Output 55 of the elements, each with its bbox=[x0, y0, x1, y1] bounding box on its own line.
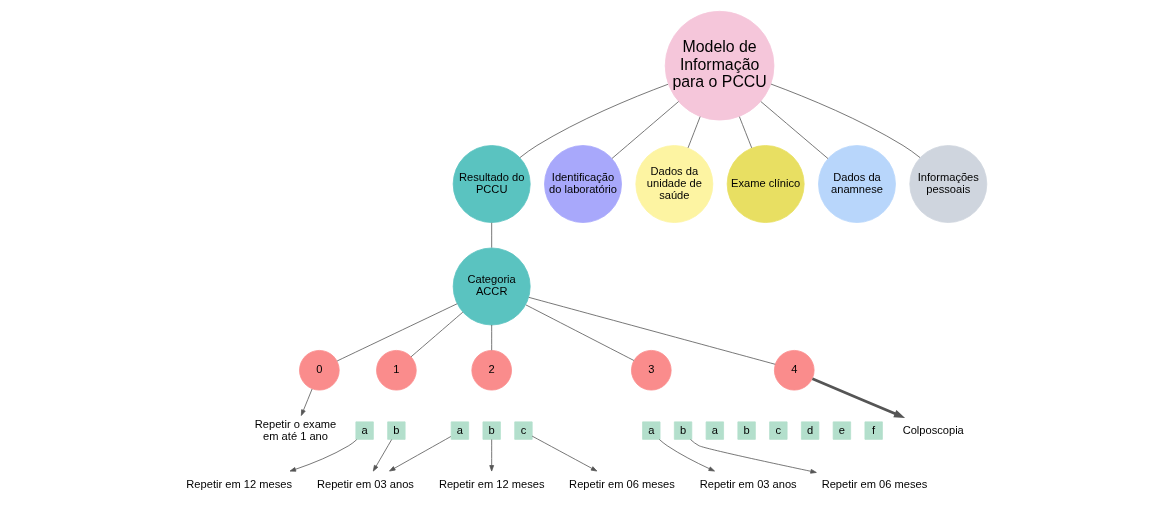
arrow bbox=[300, 388, 312, 416]
node-box: e bbox=[832, 421, 851, 440]
node-circle: 0 bbox=[298, 350, 340, 391]
node-text: Repetir em 06 meses bbox=[568, 478, 675, 491]
node-text: Repetir o exame em até 1 ano bbox=[254, 417, 336, 442]
connector bbox=[490, 324, 492, 351]
arrow bbox=[689, 439, 817, 474]
arrow bbox=[372, 439, 392, 472]
node-text: Colposcopia bbox=[902, 423, 964, 436]
arrow bbox=[488, 439, 494, 472]
connector bbox=[519, 83, 668, 158]
arrow bbox=[388, 436, 451, 472]
node-text: Repetir em 03 anos bbox=[699, 478, 797, 491]
connector bbox=[611, 101, 679, 159]
connector bbox=[336, 303, 458, 362]
connector bbox=[527, 296, 776, 365]
node-box: a bbox=[705, 421, 724, 440]
node-circle: Informações pessoais bbox=[908, 145, 987, 223]
node-text: Repetir em 03 anos bbox=[316, 478, 414, 491]
arrow bbox=[289, 439, 357, 472]
node-circle: 3 bbox=[630, 350, 672, 391]
connector bbox=[410, 311, 463, 358]
arrow bbox=[811, 377, 905, 418]
connector bbox=[759, 101, 828, 159]
arrow bbox=[658, 439, 715, 472]
node-circle: Identificação do laboratório bbox=[543, 145, 622, 223]
node-text: Repetir em 12 meses bbox=[185, 478, 292, 491]
node-box: b bbox=[673, 421, 692, 440]
node-box: f bbox=[864, 421, 883, 440]
node-circle: Modelo de Informação para o PCCU bbox=[664, 10, 774, 121]
node-box: d bbox=[800, 421, 819, 440]
node-box: b bbox=[736, 421, 756, 440]
node-circle: Dados da anamnese bbox=[817, 145, 896, 223]
connector bbox=[525, 304, 634, 361]
node-circle: 4 bbox=[773, 350, 814, 391]
node-box: a bbox=[641, 421, 660, 440]
arrow bbox=[531, 435, 597, 472]
node-text: Repetir em 06 meses bbox=[821, 478, 927, 491]
node-box: a bbox=[450, 421, 469, 440]
node-circle: 2 bbox=[470, 350, 512, 391]
node-box: c bbox=[768, 421, 787, 440]
connector bbox=[738, 116, 752, 149]
node-circle: Categoria ACCR bbox=[452, 247, 531, 326]
node-circle: Dados da unidade de saúde bbox=[634, 145, 713, 223]
connector bbox=[687, 116, 701, 149]
node-circle: Exame clínico bbox=[726, 145, 805, 223]
connector bbox=[490, 222, 492, 248]
connector bbox=[770, 83, 920, 158]
node-box: c bbox=[513, 421, 533, 440]
node-box: a bbox=[355, 421, 374, 440]
node-box: b bbox=[386, 421, 405, 440]
node-circle: 1 bbox=[375, 350, 417, 391]
node-circle: Resultado do PCCU bbox=[452, 145, 531, 223]
node-text: Repetir em 12 meses bbox=[438, 478, 544, 491]
node-box: b bbox=[482, 421, 501, 440]
